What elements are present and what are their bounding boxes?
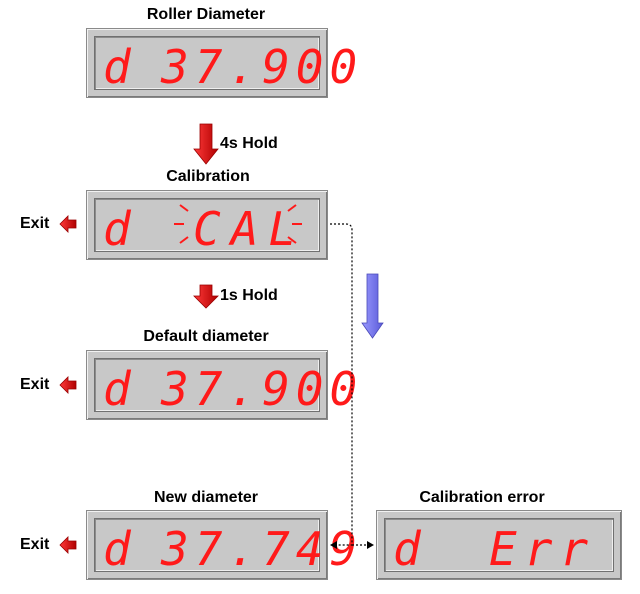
- title-calibration-error: Calibration error: [419, 489, 545, 506]
- segment-value: 37.749: [161, 522, 364, 576]
- lcd-screen: d CAL: [94, 198, 320, 256]
- segment-value: 37.900: [161, 40, 364, 94]
- segment-value: 37.900: [161, 362, 364, 416]
- lcd-screen: d 37.900: [94, 36, 357, 94]
- title-default-diameter: Default diameter: [143, 328, 269, 345]
- down-arrow-icon: [193, 123, 219, 165]
- segment-value: Err: [489, 522, 597, 576]
- lcd-screen: d Err: [384, 518, 614, 576]
- step-label-1s-hold: 1s Hold: [220, 287, 278, 304]
- down-arrow-icon: [361, 273, 384, 339]
- left-arrow-icon: [59, 376, 77, 394]
- blink-rays: [174, 204, 302, 244]
- title-calibration: Calibration: [166, 168, 250, 185]
- exit-label: Exit: [20, 536, 50, 553]
- exit-label: Exit: [20, 376, 50, 393]
- dotted-connector: [330, 223, 353, 546]
- segment-prefix: d: [103, 522, 137, 576]
- display-default-diameter: d 37.900: [86, 350, 357, 420]
- arrowhead-icon: [330, 541, 337, 549]
- title-roller-diameter: Roller Diameter: [146, 6, 266, 23]
- lcd-screen: d 37.749: [94, 518, 357, 576]
- display-roller-diameter: d 37.900: [86, 28, 357, 98]
- segment-prefix: d: [103, 202, 137, 256]
- segment-prefix: d: [103, 362, 137, 416]
- left-arrow-icon: [59, 536, 77, 554]
- display-new-diameter: d 37.749: [86, 510, 357, 580]
- arrowhead-icon: [367, 541, 374, 549]
- left-arrow-icon: [59, 215, 77, 233]
- lcd-screen: d 37.900: [94, 358, 357, 416]
- display-calibration-error: d Err: [376, 510, 622, 580]
- exit-label: Exit: [20, 215, 50, 232]
- down-arrow-icon: [193, 284, 219, 309]
- segment-value-blinking: CAL: [193, 202, 307, 256]
- step-label-4s-hold: 4s Hold: [220, 135, 278, 152]
- title-new-diameter: New diameter: [153, 489, 259, 506]
- segment-prefix: d: [393, 522, 427, 576]
- segment-prefix: d: [103, 40, 137, 94]
- display-calibration: d CAL: [86, 190, 328, 260]
